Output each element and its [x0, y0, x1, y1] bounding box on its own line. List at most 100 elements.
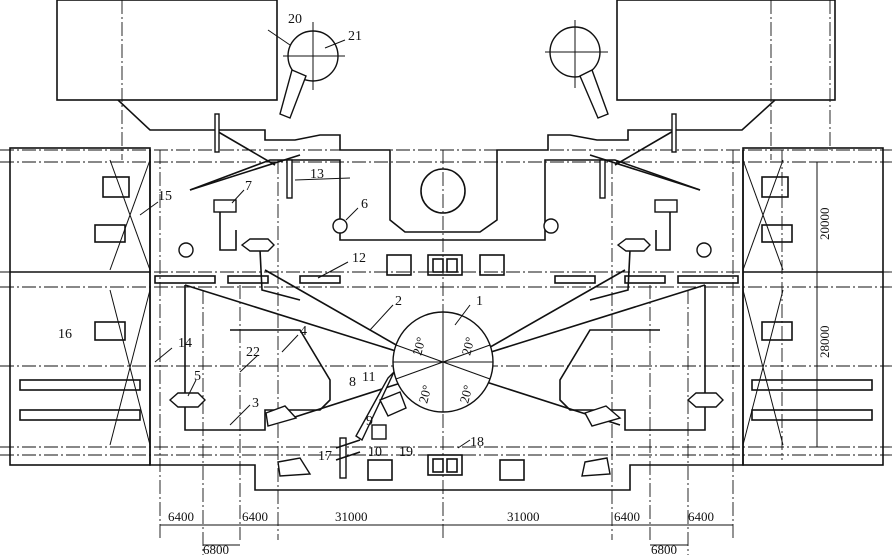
ladle-right — [686, 392, 724, 408]
unit-7-right-leg — [655, 212, 671, 251]
main-hall-outline — [149, 150, 744, 491]
right-diag-d — [742, 289, 784, 446]
rail-left-c — [299, 275, 341, 284]
right-box-a — [761, 176, 789, 198]
right-bay-outline — [559, 285, 706, 431]
callout-12: 12 — [352, 251, 366, 266]
callout-20: 20 — [288, 12, 302, 27]
block-9 — [371, 424, 387, 440]
left-bay-guide — [259, 249, 301, 301]
left-bar-b — [19, 409, 141, 421]
chute-left — [279, 69, 307, 119]
box-lower-18-cell2 — [446, 458, 458, 473]
ladle-upper-right — [616, 238, 651, 252]
callout-15: 15 — [158, 189, 172, 204]
car-3-right — [583, 405, 622, 427]
upper-diag-left — [189, 154, 301, 191]
right-box-c — [761, 321, 793, 341]
box-lower-18 — [427, 454, 463, 476]
right-bar-a — [751, 379, 873, 391]
callout-21: 21 — [348, 29, 362, 44]
dim-label-6400-left-inner: 6400 — [242, 509, 268, 524]
post-right — [671, 113, 677, 153]
leader-15 — [139, 201, 159, 216]
inner-upper-outline — [189, 159, 701, 241]
block-11 — [379, 391, 407, 417]
leader-12 — [317, 261, 349, 279]
dimension-lines — [160, 161, 824, 546]
callout-11: 11 — [362, 370, 375, 385]
callout-17: 17 — [318, 449, 332, 464]
link-10-a — [335, 439, 361, 449]
hook-left-outer — [178, 242, 194, 258]
dim-label-28000: 28000 — [817, 326, 832, 359]
ladle-left — [168, 392, 206, 408]
rail-right-a — [554, 275, 596, 284]
rail-right-b — [624, 275, 666, 284]
callout-8: 8 — [349, 375, 356, 390]
side-block-right — [742, 147, 884, 466]
box-upper-b — [427, 254, 463, 276]
link-10-b — [335, 451, 361, 461]
left-bar-a — [19, 379, 141, 391]
rail-left-b — [227, 275, 269, 284]
callout-labels: 1 2 3 4 5 6 7 8 9 10 11 12 13 14 15 16 1… — [58, 12, 484, 464]
leader-4 — [281, 334, 299, 353]
leader-21 — [324, 39, 346, 49]
rail-left-a — [154, 275, 216, 284]
callout-19: 19 — [399, 445, 413, 460]
ladle-upper-left — [240, 238, 275, 252]
leader-6 — [345, 207, 359, 221]
dimension-labels: 6400 6800 6400 31000 31000 6400 6800 640… — [168, 208, 832, 558]
upper-diag-left-b — [214, 129, 276, 166]
dim-label-6400-right-inner: 6400 — [614, 509, 640, 524]
box-lower-c — [499, 459, 525, 481]
angle-label-upper-left: 20° — [409, 335, 428, 356]
callout-10: 10 — [368, 445, 382, 460]
callout-16: 16 — [58, 327, 72, 342]
leader-13 — [294, 177, 351, 181]
callout-2: 2 — [395, 294, 402, 309]
hook-right-outer — [696, 242, 712, 258]
unit-7-left — [213, 199, 237, 213]
unit-7-left-leg — [219, 212, 237, 251]
right-diag-b — [742, 159, 784, 271]
leader-20 — [267, 29, 291, 46]
car-3-left — [265, 405, 298, 427]
right-box-b — [761, 224, 793, 243]
car-17-left — [277, 457, 312, 477]
box-upper-a — [386, 254, 412, 276]
left-box-b — [94, 224, 126, 243]
callout-13: 13 — [310, 167, 324, 182]
box-lower-19 — [367, 459, 393, 481]
angle-label-upper-right: 20° — [458, 335, 477, 356]
leader-18 — [457, 439, 471, 449]
box-upper-b-cell1 — [432, 258, 444, 273]
left-box-c — [94, 321, 126, 341]
dim-label-6400-right-outer: 6400 — [688, 509, 714, 524]
crane-line-left-upper — [184, 284, 416, 358]
car-17-right — [581, 457, 611, 477]
callout-7: 7 — [245, 179, 252, 194]
hook-6-right — [543, 218, 559, 234]
central-vessel-circle — [420, 168, 466, 214]
top-building-left — [56, 0, 278, 101]
column-13-left — [286, 159, 293, 199]
dim-label-31000-right: 31000 — [507, 509, 540, 524]
leader-5 — [187, 379, 197, 397]
unit-7-right — [654, 199, 678, 213]
dim-label-20000: 20000 — [817, 208, 832, 241]
callout-9: 9 — [366, 414, 373, 429]
box-lower-18-cell1 — [432, 458, 444, 473]
left-box-a — [102, 176, 130, 198]
leader-14 — [154, 347, 173, 363]
dim-label-6800-right: 6800 — [651, 542, 677, 557]
dim-label-6400-left-outer: 6400 — [168, 509, 194, 524]
callout-22: 22 — [246, 345, 260, 360]
building-block-right — [616, 0, 836, 101]
hook-6-left — [332, 218, 348, 234]
left-bay-outline — [184, 285, 331, 431]
leader-lines — [139, 29, 471, 449]
building-block-left — [56, 0, 278, 101]
